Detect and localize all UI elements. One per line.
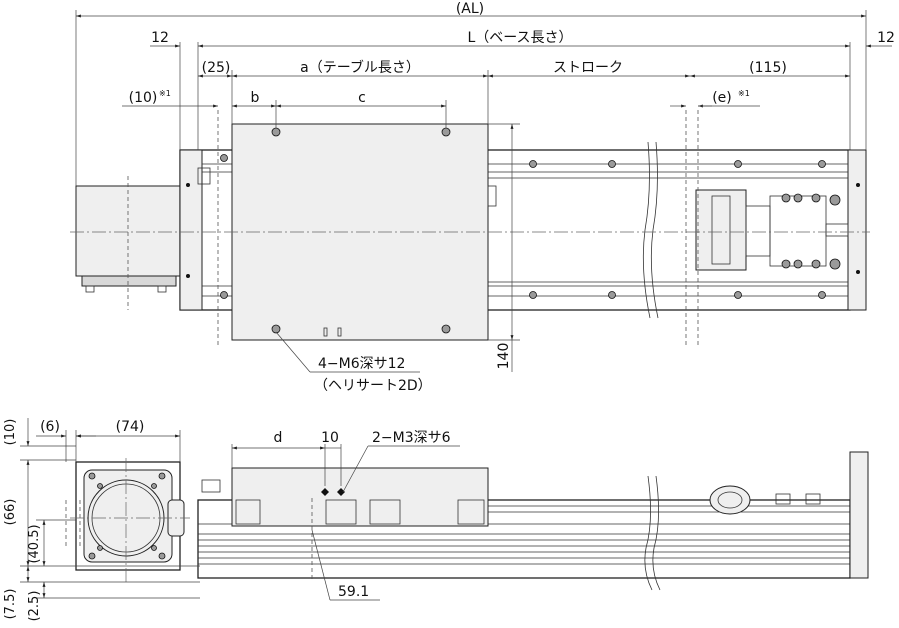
pulley-housing — [695, 189, 747, 271]
table-side — [231, 467, 489, 527]
dim-stroke: ストローク — [553, 60, 623, 76]
dim-a: a（テーブル長さ） — [300, 59, 420, 76]
dim-ten: 10 — [321, 430, 339, 446]
dim-v7-5: (7.5) — [3, 589, 18, 620]
dim-al: (AL) — [456, 1, 484, 17]
dim-v40-5: (40.5) — [27, 524, 42, 563]
dim-d: d — [274, 430, 283, 446]
dim-6: (6) — [40, 419, 60, 435]
m6-hole — [271, 127, 281, 137]
dim-115: (115) — [749, 60, 787, 76]
dim-right-12: 12 — [877, 30, 895, 46]
note-mark-2: ※1 — [738, 89, 750, 98]
callout-m3: 2−M3深サ6 — [372, 430, 451, 446]
end-plate-left — [179, 149, 203, 311]
dim-v10: (10) — [3, 419, 18, 446]
side-view — [65, 451, 869, 591]
dim-b: b — [251, 90, 260, 106]
dim-10: (10) — [129, 90, 158, 106]
m3-hole — [321, 488, 329, 496]
end-plate-right — [847, 149, 867, 311]
dim-74: (74) — [116, 419, 145, 435]
motor-flange — [81, 275, 177, 287]
m6-hole — [441, 324, 451, 334]
side-dimensions: (6) (74) d 10 2−M3深サ6 (10) (66) (40.5) (… — [3, 418, 460, 621]
dim-140: 140 — [496, 343, 512, 370]
note-mark-1: ※1 — [159, 89, 171, 98]
top-view — [70, 110, 870, 345]
end-plate-side — [849, 451, 869, 579]
callout-helisert: （ヘリサート2D） — [314, 378, 432, 394]
dim-left-12: 12 — [151, 30, 169, 46]
dim-e: (e) — [712, 90, 732, 106]
rail-bolts — [220, 154, 826, 299]
dim-v2-5: (2.5) — [27, 591, 42, 622]
m6-hole — [441, 127, 451, 137]
callout-m6: 4−M6深サ12 — [318, 356, 405, 372]
top-dimensions: (AL) L（ベース長さ） 12 12 (25) a（テーブル長さ） ストローク… — [75, 1, 895, 394]
m6-hole — [271, 324, 281, 334]
m3-hole — [337, 488, 345, 496]
dim-c: c — [358, 90, 366, 106]
dim-l: L（ベース長さ） — [467, 30, 572, 46]
dim-59-1: 59.1 — [338, 584, 369, 600]
dim-v66: (66) — [3, 499, 18, 526]
dim-25: (25) — [202, 60, 231, 76]
